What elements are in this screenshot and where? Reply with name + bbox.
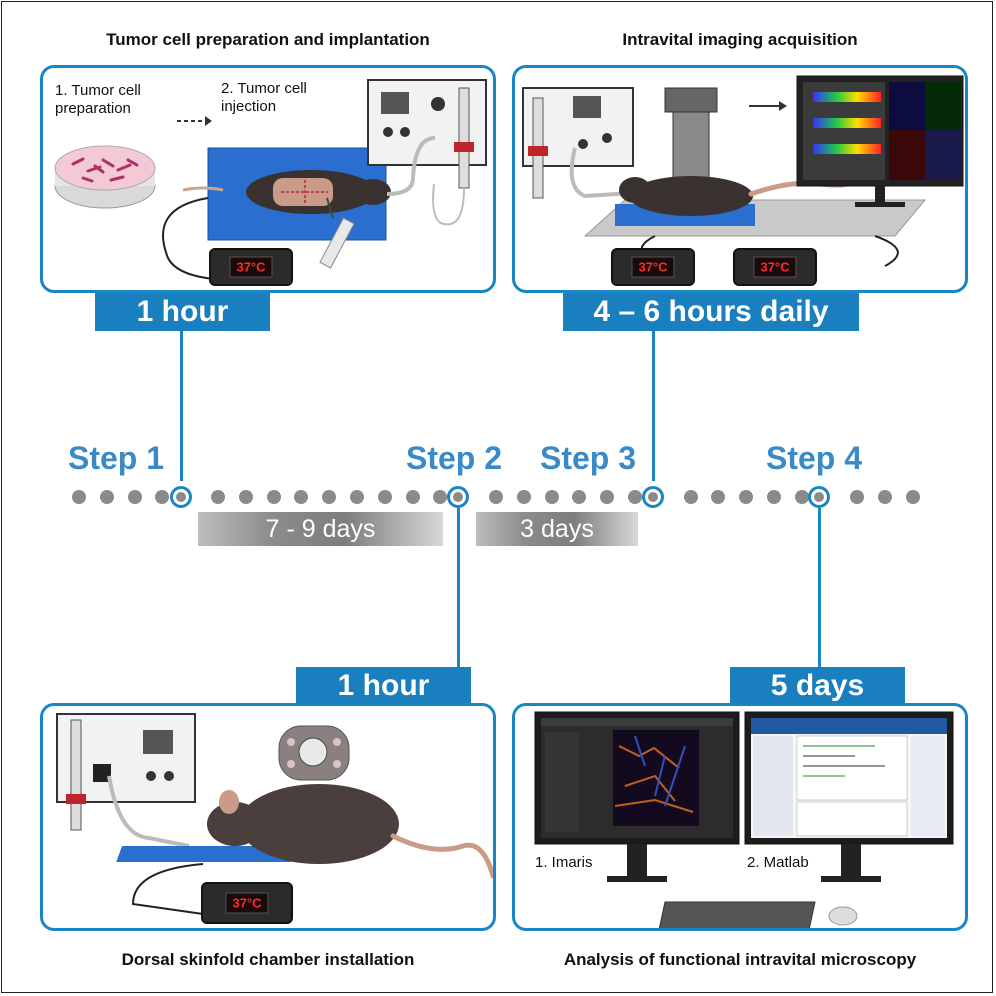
label-tumor-cell-injection: 2. Tumor cell injection — [221, 80, 307, 115]
dashed-arrow-icon — [177, 116, 212, 126]
timeline-dot — [906, 490, 920, 504]
anesthesia-device-icon — [522, 87, 666, 199]
monitor-icon — [796, 75, 964, 207]
timeline-dot — [739, 490, 754, 504]
step-4-marker — [808, 486, 830, 508]
analysis-illustration — [534, 711, 954, 928]
step-3-label: Step 3 — [540, 440, 637, 476]
anesthesia-device-icon — [56, 713, 196, 848]
timeline-dot — [377, 490, 392, 504]
panel-title-imaging: Intravital imaging acquisition — [622, 30, 858, 49]
step-2-marker — [447, 486, 469, 508]
connector-step1 — [180, 331, 183, 481]
monitor-imaris-icon — [534, 711, 740, 882]
step-4-label: Step 4 — [766, 440, 863, 476]
panel-title-analysis: Analysis of functional intravital micros… — [563, 950, 917, 969]
heat-pad-icon — [116, 846, 298, 862]
step-3-marker — [642, 486, 664, 508]
timeline-dot — [628, 490, 642, 504]
timeline-dot — [711, 490, 726, 504]
duration-tag-step2: 1 hour — [296, 667, 471, 705]
label-tumor-cell-preparation: 1. Tumor cell preparation — [55, 82, 141, 117]
petri-dish-icon — [54, 145, 156, 209]
label-imaris: 1. Imaris — [535, 854, 593, 871]
timeline-dot — [350, 490, 364, 504]
mouse-device-icon — [828, 906, 858, 926]
step-2-label: Step 2 — [406, 440, 503, 476]
label-matlab: 2. Matlab — [747, 854, 809, 871]
temperature-controller-right: 37°C — [733, 248, 817, 286]
temperature-display-left: 37°C — [631, 256, 675, 278]
temperature-controller: 37°C — [209, 248, 293, 286]
timeline-dot — [794, 490, 809, 504]
timeline-dot — [850, 490, 865, 504]
temperature-controller: 37°C — [201, 882, 293, 924]
timeline-dot — [489, 490, 503, 504]
connector-step3 — [652, 331, 655, 481]
step-1-marker — [170, 486, 192, 508]
panel-chamber-installation: 37°C — [40, 703, 496, 931]
timeline-dot — [516, 490, 531, 504]
monitor-matlab-icon — [744, 711, 954, 882]
imaging-illustration — [522, 75, 964, 267]
duration-tag-step3: 4 – 6 hours daily — [563, 293, 859, 331]
mouse-icon — [182, 170, 391, 214]
connector-step2 — [457, 508, 460, 670]
panel-analysis: 1. Imaris 2. Matlab — [512, 703, 968, 931]
timeline-dot — [155, 490, 170, 504]
skinfold-chamber-icon — [278, 725, 350, 781]
panel-implantation: 1. Tumor cell preparation 2. Tumor cell … — [40, 65, 496, 293]
arrow-icon — [749, 101, 787, 111]
anesthesia-device-icon — [367, 79, 487, 226]
timeline-dot — [211, 490, 225, 504]
timeline-dot — [683, 490, 698, 504]
keyboard-icon — [658, 901, 816, 928]
temperature-display: 37°C — [229, 256, 273, 278]
timeline-dot — [127, 490, 142, 504]
temperature-controller-left: 37°C — [611, 248, 695, 286]
timeline-dot — [878, 490, 893, 504]
interval-3-days: 3 days — [476, 512, 638, 546]
timeline-dot — [322, 490, 337, 504]
timeline-dot — [99, 490, 114, 504]
timeline-dot — [294, 490, 309, 504]
interval-7-9-days: 7 - 9 days — [198, 512, 443, 546]
step-1-label: Step 1 — [68, 440, 165, 476]
panel-title-implantation: Tumor cell preparation and implantation — [106, 30, 430, 49]
syringe-icon — [319, 197, 355, 269]
timeline-dot — [238, 490, 253, 504]
microscope-objective-icon — [664, 87, 718, 190]
duration-tag-step4: 5 days — [730, 667, 905, 705]
timeline-dot — [600, 490, 615, 504]
timeline-dot — [544, 490, 559, 504]
timeline-dot — [433, 490, 448, 504]
timeline-dot — [767, 490, 781, 504]
panel-title-chamber-installation: Dorsal skinfold chamber installation — [121, 950, 415, 969]
temperature-display-right: 37°C — [753, 256, 797, 278]
chamber-installation-illustration — [56, 713, 493, 915]
timeline-dot — [572, 490, 587, 504]
mouse-icon — [207, 784, 493, 879]
duration-tag-step1: 1 hour — [95, 293, 270, 331]
connector-step4 — [818, 508, 821, 670]
heater-cable-icon — [162, 197, 229, 281]
temperature-display: 37°C — [225, 892, 269, 914]
heater-cable-icon — [131, 863, 204, 915]
implantation-illustration — [54, 79, 487, 281]
timeline-dot — [72, 490, 86, 504]
timeline-dot — [405, 490, 420, 504]
panel-imaging: 37°C 37°C — [512, 65, 968, 293]
timeline-dot — [266, 490, 281, 504]
mouse-icon — [619, 176, 854, 216]
